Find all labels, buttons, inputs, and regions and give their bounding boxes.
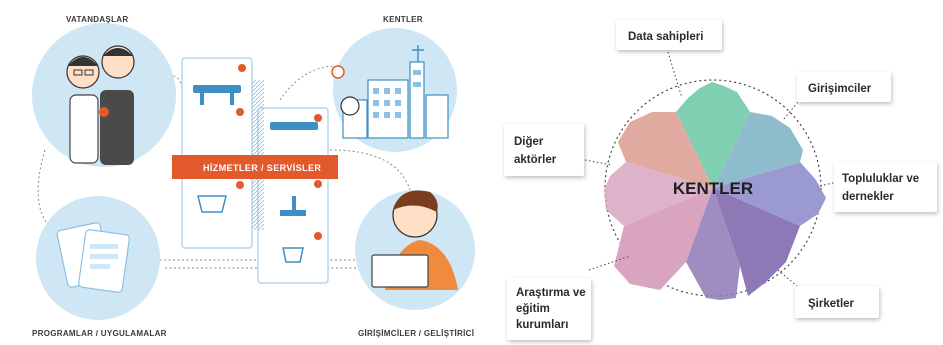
petal-data-owners xyxy=(676,82,750,188)
callout-companies: Şirketler xyxy=(795,286,879,318)
petal-other xyxy=(618,112,713,188)
petal-research xyxy=(614,188,713,290)
entrepreneurs-label: GİRİŞİMCİLER / GELİŞTİRİCİ xyxy=(358,329,474,338)
programs-illustration xyxy=(56,222,130,293)
actor-label-other: Diğer aktörler xyxy=(514,136,557,166)
cities-label: KENTLER xyxy=(383,15,423,24)
developer-illustration xyxy=(371,190,458,290)
services-banner: HİZMETLER / SERVİSLER xyxy=(172,155,338,179)
callout-communities: Topluluklar ve dernekler xyxy=(834,162,937,212)
callout-research: Araştırma ve eğitim kurumları xyxy=(507,278,591,340)
petal-companies xyxy=(713,188,800,296)
notification-badge xyxy=(99,107,109,117)
callout-entrepreneurs: Girişimciler xyxy=(797,72,891,102)
programs-label: PROGRAMLAR / UYGULAMALAR xyxy=(32,329,167,338)
right-diagram: KENTLER Data sahipleri Girişimciler Topl… xyxy=(504,20,937,340)
callout-other: Diğer aktörler xyxy=(504,124,584,176)
actor-label-data-owners: Data sahipleri xyxy=(628,31,703,43)
petal-entrepreneurs xyxy=(713,112,803,188)
petal-research-2 xyxy=(604,162,713,226)
services-banner-label: HİZMETLER / SERVİSLER xyxy=(203,163,321,173)
actor-label-companies: Şirketler xyxy=(808,298,855,310)
actor-label-research: Araştırma ve eğitim kurumları xyxy=(516,287,589,331)
petal-communities xyxy=(713,162,826,226)
callout-data-owners: Data sahipleri xyxy=(616,20,722,50)
actors-ring xyxy=(604,79,822,297)
city-illustration xyxy=(331,45,449,139)
citizens-label: VATANDAŞLAR xyxy=(66,15,128,24)
center-label: KENTLER xyxy=(673,179,753,198)
petal-companies-tower xyxy=(686,188,740,300)
actor-label-communities: Topluluklar ve dernekler xyxy=(842,173,922,203)
left-diagram: VATANDAŞLAR KENTLER PROGRAMLAR / UYGULAM… xyxy=(32,15,475,338)
actor-petals xyxy=(604,82,826,300)
citizens-illustration xyxy=(66,45,135,165)
actor-label-entrepreneurs: Girişimciler xyxy=(808,83,872,95)
